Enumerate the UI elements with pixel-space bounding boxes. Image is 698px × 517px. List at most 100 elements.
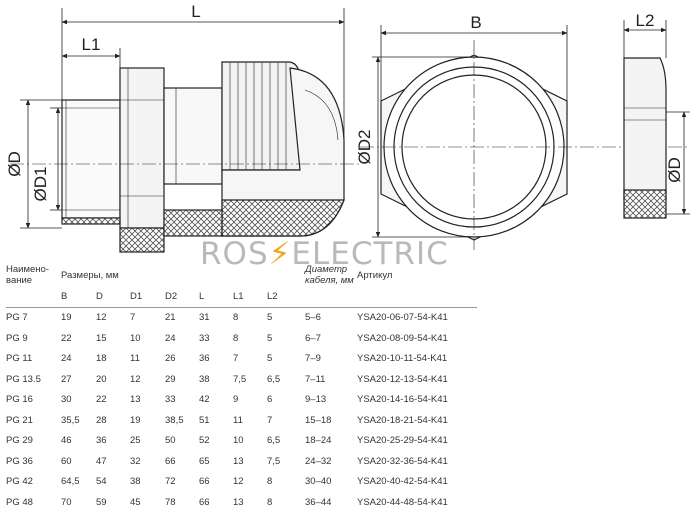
table-cell: 9–13	[305, 394, 327, 406]
table-cell: 36	[199, 353, 210, 365]
cell-article: YSA20-14-16-54-K41	[357, 394, 448, 406]
table-cell: 64,5	[61, 476, 80, 488]
table-cell: 31	[199, 312, 210, 324]
cell-article: YSA20-18-21-54-K41	[357, 414, 448, 426]
subheader-blank	[305, 286, 357, 308]
table-cell: 15–18	[305, 414, 332, 426]
table-cell: 65	[199, 455, 210, 467]
table-cell: 7	[130, 312, 136, 324]
dim-L1-label: L1	[82, 35, 101, 54]
table-cell: 13	[130, 394, 141, 406]
table-cell: 36–44	[305, 496, 332, 508]
watermark: ROS⚡ELECTRIC	[200, 236, 449, 272]
table-cell: 38,5	[165, 414, 184, 426]
table-cell: 11	[130, 353, 140, 365]
table-cell: 15	[96, 332, 107, 344]
spec-table: Наимено- вание Размеры, мм Диаметр кабел…	[6, 264, 477, 513]
table-cell: 66	[199, 496, 210, 508]
col-header: D1	[130, 286, 165, 308]
table-cell: 70	[61, 496, 72, 508]
lightning-icon: ⚡	[268, 236, 292, 272]
table-cell: 29	[165, 373, 176, 385]
watermark-right: ELECTRIC	[291, 236, 449, 272]
table-cell: 30–40	[305, 476, 332, 488]
cell-name: PG 36	[6, 455, 33, 467]
cell-name: PG 13.5	[6, 373, 41, 385]
dimensions-front	[372, 25, 568, 238]
table-cell: 32	[130, 455, 141, 467]
table-cell: 7,5	[233, 373, 247, 385]
table-cell: 21	[165, 312, 176, 324]
cell-name: PG 11	[6, 353, 33, 365]
dim-D-nut-label: ØD	[665, 157, 684, 183]
cell-article: YSA20-40-42-54-K41	[357, 476, 448, 488]
cell-article: YSA20-08-09-54-K41	[357, 332, 448, 344]
table-cell: 13	[233, 455, 244, 467]
cell-article: YSA20-12-13-54-K41	[357, 373, 448, 385]
table-cell: 7–11	[305, 373, 326, 385]
table-cell: 78	[165, 496, 176, 508]
table-cell: 12	[130, 373, 141, 385]
table-cell: 7,5	[267, 455, 281, 467]
table-cell: 6,5	[267, 435, 281, 447]
table-cell: 35,5	[61, 414, 80, 426]
table-cell: 10	[130, 332, 141, 344]
table-cell: 42	[199, 394, 210, 406]
table-cell: 18–24	[305, 435, 332, 447]
cell-name: PG 29	[6, 435, 33, 447]
table-cell: 5–6	[305, 312, 321, 324]
table-cell: 8	[267, 476, 273, 488]
dim-L2-label: L2	[636, 11, 655, 30]
subheader-blank	[357, 286, 477, 308]
nut-front-view	[360, 40, 690, 250]
header-article: Артикул	[357, 269, 393, 281]
cell-name: PG 48	[6, 496, 33, 508]
table-cell: 66	[165, 455, 176, 467]
table-cell: 60	[61, 455, 72, 467]
table-row: PG 13.5 27 20 12 29 38 7,5 6,5 7–11 YSA20-12-13-5…	[6, 369, 477, 390]
table-cell: 27	[61, 373, 72, 385]
table-cell: 12	[96, 312, 107, 324]
cell-article: YSA20-25-29-54-K41	[357, 435, 448, 447]
table-cell: 20	[96, 373, 107, 385]
dim-B-label: B	[470, 13, 481, 32]
col-header: B	[61, 286, 96, 308]
subheader-blank	[6, 286, 61, 308]
table-cell: 5	[267, 353, 273, 365]
dim-D-label: ØD	[5, 151, 24, 177]
table-cell: 12	[233, 476, 244, 488]
table-cell: 6–7	[305, 332, 321, 344]
table-cell: 24	[61, 353, 72, 365]
table-cell: 52	[199, 435, 210, 447]
col-header: L	[199, 286, 233, 308]
table-cell: 9	[233, 394, 239, 406]
table-cell: 13	[233, 496, 244, 508]
table-cell: 72	[165, 476, 176, 488]
nut-side-view	[623, 57, 667, 219]
cell-article: YSA20-44-48-54-K41	[357, 496, 448, 508]
table-cell: 22	[96, 394, 107, 406]
table-cell: 8	[233, 332, 239, 344]
table-cell: 6	[267, 394, 273, 406]
table-cell: 7	[233, 353, 239, 365]
table-cell: 46	[61, 435, 72, 447]
table-cell: 22	[61, 332, 72, 344]
cell-name: PG 16	[6, 394, 33, 406]
col-header: L2	[267, 286, 305, 308]
table-cell: 7	[267, 414, 273, 426]
table-cell: 50	[165, 435, 176, 447]
gland-side-view	[61, 61, 345, 253]
cell-name: PG 21	[6, 414, 33, 426]
table-cell: 24–32	[305, 455, 332, 467]
table-cell: 25	[130, 435, 141, 447]
table-subheader-row: B D D1 D2 L L1 L2	[6, 286, 477, 308]
table-cell: 59	[96, 496, 107, 508]
table-cell: 38	[199, 373, 210, 385]
table-cell: 6,5	[267, 373, 281, 385]
